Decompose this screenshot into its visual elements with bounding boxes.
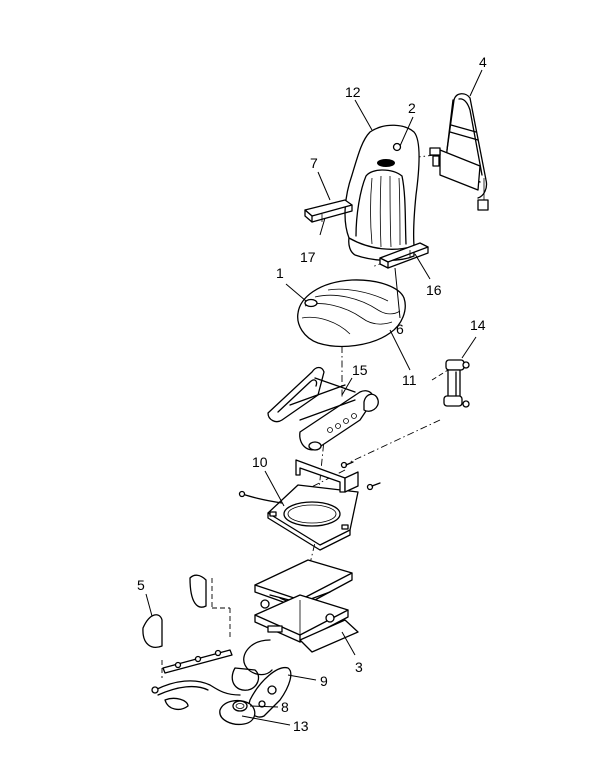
seat-pan-frame [267, 366, 379, 451]
shock-absorber [443, 359, 470, 408]
control-cables [151, 639, 273, 696]
callout-17: 17 [300, 249, 316, 265]
callout-4: 4 [479, 54, 487, 70]
callout-9: 9 [320, 673, 328, 689]
callout-10: 10 [252, 454, 268, 470]
callout-6: 6 [396, 321, 404, 337]
callout-7: 7 [310, 155, 318, 171]
callout-1: 1 [276, 265, 284, 281]
back-fastener-icon [392, 142, 402, 152]
callout-2: 2 [408, 100, 416, 116]
callout-16: 16 [426, 282, 442, 298]
headrest-logo-icon [377, 159, 395, 167]
callout-14: 14 [470, 317, 486, 333]
callout-15: 15 [352, 362, 368, 378]
callout-8: 8 [281, 699, 289, 715]
leader-lines [145, 69, 483, 726]
seat-cushion [297, 279, 406, 348]
knob-8-13 [219, 699, 256, 726]
callout-5: 5 [137, 577, 145, 593]
cover-5 [142, 574, 207, 711]
armrest-left [304, 199, 353, 223]
callout-labels: 1 2 3 4 5 6 7 8 9 10 11 12 13 14 15 16 1… [137, 54, 487, 734]
callout-3: 3 [355, 659, 363, 675]
callout-13: 13 [293, 718, 309, 734]
back-frame [429, 93, 489, 211]
seat-back [344, 124, 420, 262]
swivel-plate [238, 484, 359, 551]
armrest-right [379, 242, 429, 269]
mounting-bracket [295, 459, 381, 493]
scissor-suspension [254, 559, 359, 653]
callout-11: 11 [402, 372, 417, 388]
callout-12: 12 [345, 84, 361, 100]
